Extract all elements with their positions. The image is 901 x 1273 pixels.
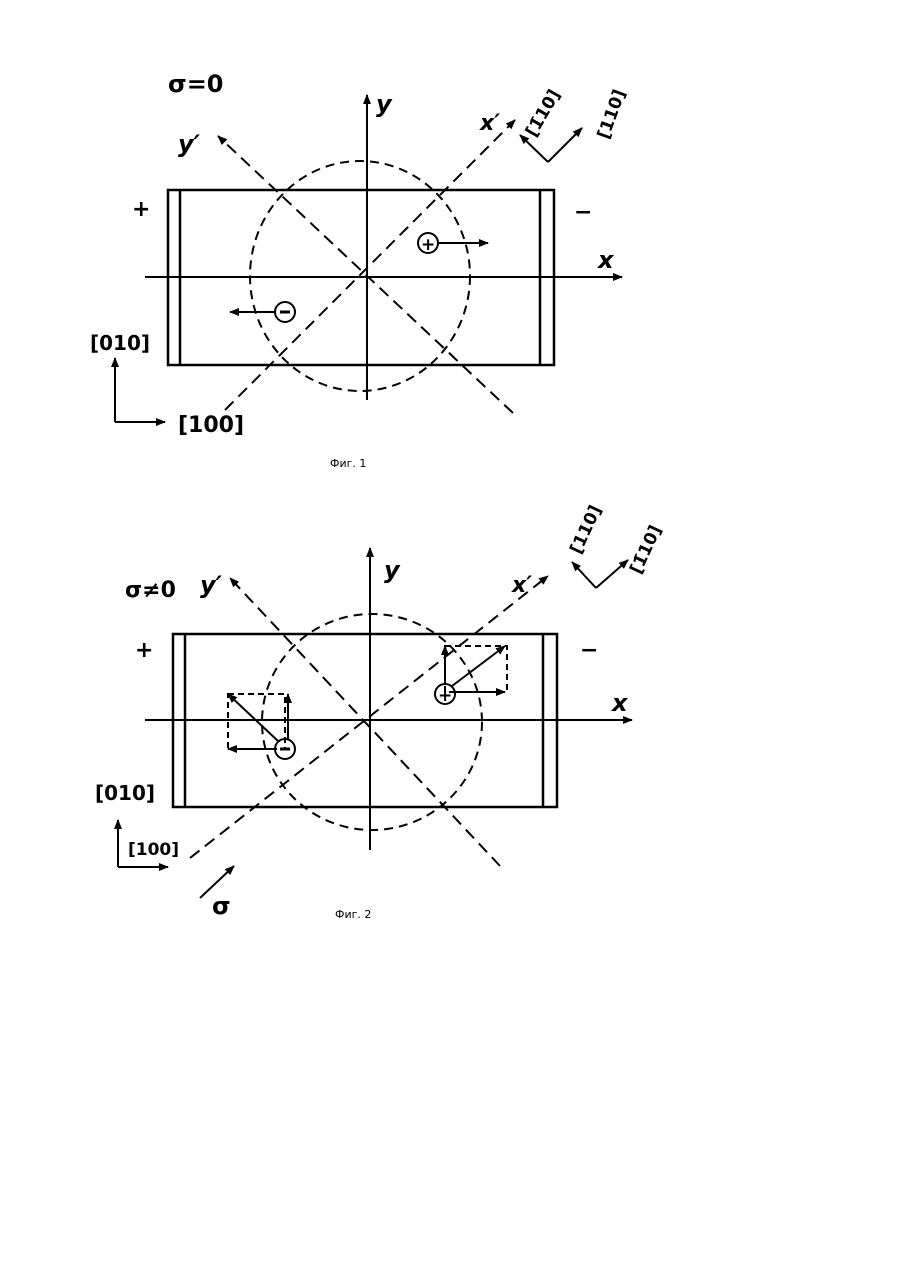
fig2-y-axis-label: y xyxy=(384,556,401,584)
fig2-dir-010-label: [010] xyxy=(95,781,155,805)
fig2-stress-label: σ≠0 xyxy=(125,578,176,603)
fig2-negative-resultant xyxy=(228,694,278,741)
fig2-stress-arrow-label: σ xyxy=(212,892,231,920)
fig2-caption: Фиг. 2 xyxy=(335,908,371,921)
fig2-minus-sign: − xyxy=(580,638,598,663)
fig1-x-axis-label: x xyxy=(597,246,615,274)
fig2-dir-b-arrow xyxy=(596,560,628,588)
fig1-dir-a-label: [1̄10] xyxy=(522,86,565,140)
fig2-dir-100-label: [100] xyxy=(128,840,179,860)
fig1-dir-b-label: [110] xyxy=(594,87,630,142)
fig1-y-prime-label: y′ xyxy=(178,130,201,158)
fig1-dir-b-arrow xyxy=(548,128,582,162)
fig1-y-prime-axis xyxy=(218,136,513,413)
fig1-dir-a-arrow xyxy=(520,135,548,162)
fig2-x-axis-label: x xyxy=(611,689,629,717)
fig1-positive-charge-sign: + xyxy=(421,235,435,255)
fig2-positive-resultant xyxy=(452,646,505,686)
fig2-plus-sign: + xyxy=(135,638,153,663)
fig2-dir-b-label: [1̄10] xyxy=(626,522,666,577)
fig1-plus-sign: + xyxy=(132,197,150,222)
fig1-caption: Фиг. 1 xyxy=(330,457,366,470)
fig1-dir-100-label: [100] xyxy=(178,413,244,438)
fig2-dir-a-arrow xyxy=(572,562,596,588)
fig1-y-axis-label: y xyxy=(376,90,393,118)
fig1-dir-010-label: [010] xyxy=(90,331,150,355)
fig1-stress-label: σ=0 xyxy=(168,70,224,98)
fig2-x-prime-label: x′ xyxy=(511,573,532,598)
fig1-minus-sign: − xyxy=(574,200,592,225)
fig2-dir-a-label: [110] xyxy=(566,502,606,557)
figure-2: σ≠0 + − x y x′ y′ + xyxy=(95,502,666,920)
figure-1: σ=0 + − x y x′ y′ + [010] [100] xyxy=(90,70,630,438)
fig2-y-prime-label: y′ xyxy=(200,571,223,599)
fig1-x-prime-axis xyxy=(225,120,515,410)
fig1-x-prime-label: x′ xyxy=(479,111,500,136)
fig2-y-prime-axis xyxy=(230,578,500,866)
